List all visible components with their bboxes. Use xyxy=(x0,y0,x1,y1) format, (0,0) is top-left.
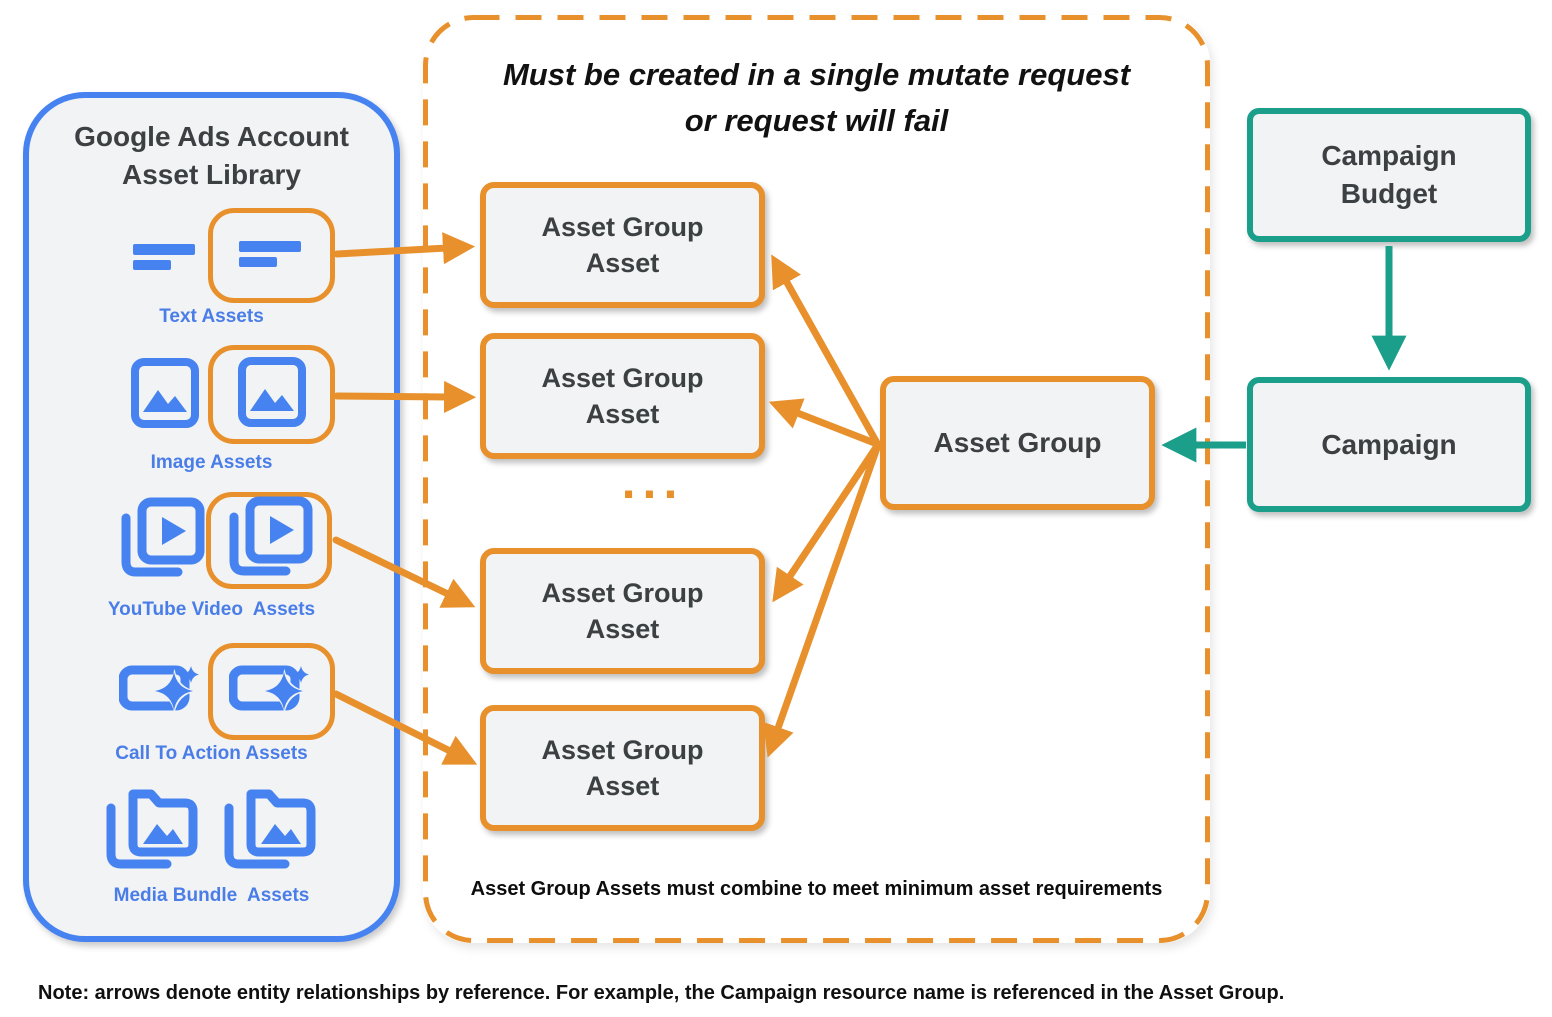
call-to-action-icon xyxy=(118,664,205,719)
asset-group-asset-box: Asset Group Asset xyxy=(480,705,765,831)
asset-group-asset-label-line2: Asset xyxy=(585,399,660,429)
asset-group-asset-label-line1: Asset Group xyxy=(541,735,704,765)
image-assets-label: Image Assets xyxy=(150,452,273,473)
mutate-panel-title: Must be created in a single mutate reque… xyxy=(423,52,1210,144)
image-icon xyxy=(237,357,306,432)
text-lines-icon xyxy=(133,242,199,275)
asset-group-asset-label-line2: Asset xyxy=(585,771,660,801)
asset-group-asset-box: Asset Group Asset xyxy=(480,548,765,674)
campaign-budget-label-line2: Budget xyxy=(1340,178,1438,209)
media-bundle-assets-label: Media Bundle Assets xyxy=(113,885,310,906)
text-lines-icon xyxy=(238,239,305,272)
image-icon xyxy=(131,358,199,433)
media-bundle-icon xyxy=(221,786,317,875)
mutate-panel-title-line1: Must be created in a single mutate reque… xyxy=(502,57,1131,92)
asset-group-asset-box: Asset Group Asset xyxy=(480,182,765,308)
youtube-video-icon xyxy=(224,495,314,586)
asset-group-asset-label-line2: Asset xyxy=(585,248,660,278)
asset-group-asset-label-line1: Asset Group xyxy=(541,212,704,242)
asset-library-title-line2: Asset Library xyxy=(122,159,301,190)
mutate-panel-title-line2: or request will fail xyxy=(684,103,949,138)
asset-library-title: Google Ads Account Asset Library xyxy=(23,118,400,194)
campaign-label: Campaign xyxy=(1321,428,1457,460)
asset-group-asset-box: Asset Group Asset xyxy=(480,333,765,459)
asset-group-asset-label-line1: Asset Group xyxy=(541,578,704,608)
asset-group-label: Asset Group xyxy=(933,427,1102,458)
highlight-outline xyxy=(208,643,335,740)
footnote: Note: arrows denote entity relationships… xyxy=(38,982,1285,1004)
campaign-budget-label-line1: Campaign xyxy=(1321,140,1457,171)
call-to-action-icon xyxy=(228,664,315,719)
text-assets-label: Text Assets xyxy=(159,306,264,327)
campaign-box: Campaign xyxy=(1247,377,1531,512)
campaign-budget-box: Campaign Budget xyxy=(1247,108,1531,242)
highlight-outline xyxy=(206,492,332,589)
highlight-outline xyxy=(208,208,335,303)
highlight-outline xyxy=(208,345,335,444)
more-boxes-ellipsis: ... xyxy=(621,453,685,509)
min-requirements-caption: Asset Group Assets must combine to meet … xyxy=(470,878,1163,900)
asset-group-asset-label-line1: Asset Group xyxy=(541,363,704,393)
asset-library-title-line1: Google Ads Account xyxy=(74,121,349,152)
youtube-video-assets-label: YouTube Video Assets xyxy=(107,599,316,620)
asset-group-box: Asset Group xyxy=(880,376,1155,510)
asset-group-asset-label-line2: Asset xyxy=(585,614,660,644)
media-bundle-icon xyxy=(103,786,199,875)
youtube-video-icon xyxy=(116,496,206,587)
call-to-action-assets-label: Call To Action Assets xyxy=(115,743,308,764)
